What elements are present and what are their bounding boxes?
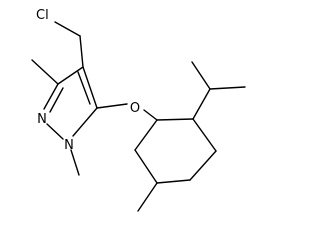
nitrogen-n2-label: N xyxy=(37,112,47,127)
bond-n2-n1 xyxy=(46,123,64,140)
bond-c3r-c4r xyxy=(189,150,217,181)
bond-c5-c4-double xyxy=(77,71,91,105)
bond-c1-c2 xyxy=(156,118,194,121)
bond-ch-me1 xyxy=(191,61,211,90)
bond-ch2-c4 xyxy=(79,35,84,68)
bond-c4-c3 xyxy=(57,66,84,85)
structure-canvas: Cl O N N xyxy=(31,8,246,212)
bond-c3-methyl xyxy=(31,59,59,85)
bond-o-c1 xyxy=(143,109,158,121)
bond-ch-me2 xyxy=(209,86,246,90)
molecule-structure-diagram: Cl O N N xyxy=(31,8,246,212)
bond-c5-o xyxy=(96,103,128,109)
bond-c3-n2-double xyxy=(49,87,64,113)
nitrogen-n1-label: N xyxy=(64,138,74,153)
bond-cl-ch2 xyxy=(54,21,81,37)
bond-c5r-methyl xyxy=(137,182,158,212)
oxygen-atom-label: O xyxy=(130,101,140,116)
bond-c6r-c1 xyxy=(134,119,158,151)
bond-c3-n2 xyxy=(43,83,59,110)
bond-c5r-c6r xyxy=(134,149,158,184)
bond-c4r-c5r xyxy=(156,179,191,184)
bond-n1-c5 xyxy=(72,107,98,137)
chlorine-atom-label: Cl xyxy=(36,8,49,23)
bond-n1-methyl xyxy=(70,149,80,176)
bond-c5-c4 xyxy=(82,66,98,109)
bond-c2-ch xyxy=(192,88,211,120)
bond-c2-c3r xyxy=(192,118,217,152)
